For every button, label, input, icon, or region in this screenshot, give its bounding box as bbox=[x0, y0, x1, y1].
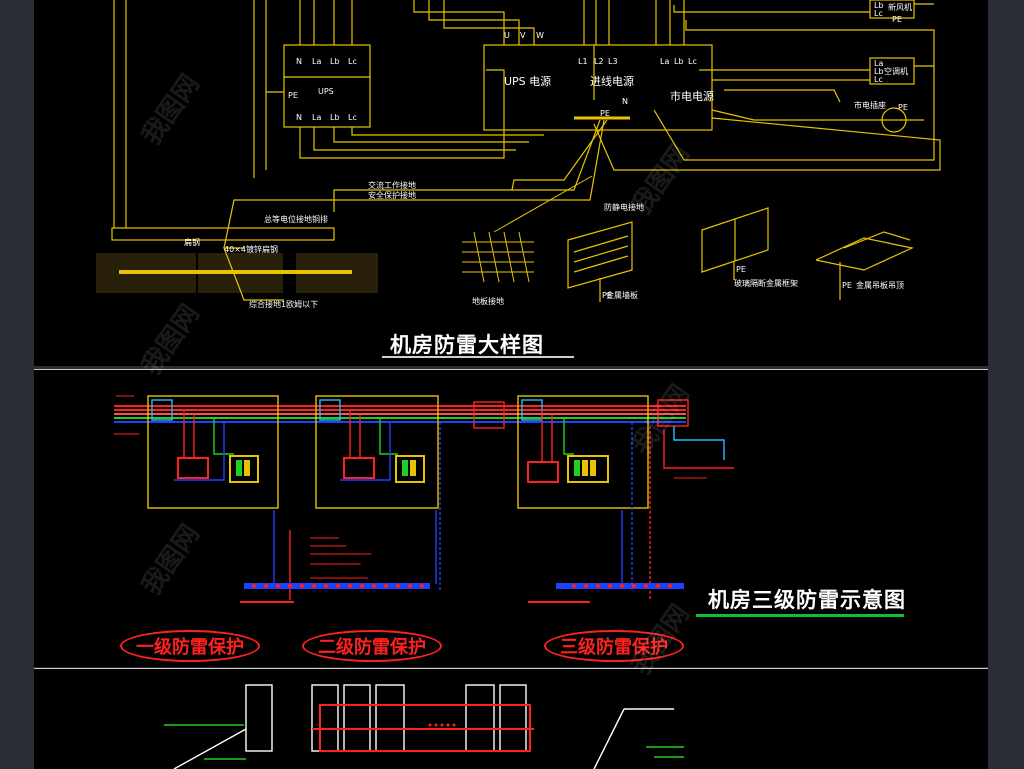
svg-text:La: La bbox=[312, 113, 321, 122]
svg-text:N: N bbox=[622, 97, 628, 106]
svg-text:Lc: Lc bbox=[874, 75, 883, 84]
svg-text:La: La bbox=[312, 57, 321, 66]
svg-text:La: La bbox=[660, 57, 669, 66]
svg-text:━━━━━━━━━━━━━━: ━━━━━━━━━━━━━━ bbox=[309, 561, 361, 568]
level-1-protection-label: 一级防雷保护 bbox=[120, 630, 260, 662]
svg-text:市电插座: 市电插座 bbox=[854, 100, 886, 110]
svg-text:PE: PE bbox=[898, 103, 908, 112]
svg-text:总等电位接地铜排: 总等电位接地铜排 bbox=[264, 214, 328, 224]
svg-text:金属墙板: 金属墙板 bbox=[606, 290, 638, 300]
cabinet-drawing bbox=[164, 684, 684, 769]
svg-text:交流工作接地: 交流工作接地 bbox=[368, 180, 416, 190]
svg-text:━━━━━━━━━━━━━━━━: ━━━━━━━━━━━━━━━━ bbox=[309, 575, 368, 582]
svg-text:L1: L1 bbox=[578, 57, 588, 66]
svg-text:PE: PE bbox=[736, 265, 746, 274]
svg-text:La: La bbox=[874, 59, 883, 68]
svg-text:━━━━━: ━━━━━ bbox=[115, 393, 134, 400]
svg-text:PE: PE bbox=[288, 91, 298, 100]
svg-text:PE: PE bbox=[842, 281, 852, 290]
svg-text:━━━━━━━━: ━━━━━━━━ bbox=[309, 535, 339, 542]
svg-text:Lb: Lb bbox=[874, 1, 884, 10]
svg-text:Lb: Lb bbox=[874, 67, 884, 76]
svg-text:Lb: Lb bbox=[330, 113, 340, 122]
svg-text:L3: L3 bbox=[608, 57, 618, 66]
svg-text:L2: L2 bbox=[594, 57, 604, 66]
page-title-three-level: 机房三级防雷示意图 bbox=[708, 588, 906, 612]
svg-text:PE: PE bbox=[892, 15, 902, 24]
svg-text:安全保护接地: 安全保护接地 bbox=[368, 190, 416, 200]
three-level-panel: ━━━━━━━━ ━━━━━━━━━━ ━━━━━━━━━━━━━━━━━ ━━… bbox=[34, 369, 988, 667]
svg-text:Lc: Lc bbox=[874, 9, 883, 18]
svg-text:━━━━━━━━━: ━━━━━━━━━ bbox=[673, 475, 707, 482]
svg-text:UPS: UPS bbox=[318, 87, 334, 96]
page-title-lightning-detail: 机房防雷大样图 bbox=[390, 333, 544, 357]
svg-text:进线电源: 进线电源 bbox=[590, 74, 634, 88]
svg-text:Lb: Lb bbox=[674, 57, 684, 66]
svg-text:━━━━━━━━━━━━━━━━━: ━━━━━━━━━━━━━━━━━ bbox=[309, 551, 372, 558]
svg-text:N: N bbox=[296, 113, 302, 122]
svg-text:━━━━━━━: ━━━━━━━ bbox=[113, 431, 140, 438]
svg-text:W: W bbox=[536, 31, 544, 40]
svg-text:防静电接地: 防静电接地 bbox=[604, 202, 644, 212]
svg-text:地板接地: 地板接地 bbox=[472, 296, 504, 306]
svg-text:Lc: Lc bbox=[348, 57, 357, 66]
svg-text:新风机: 新风机 bbox=[888, 2, 912, 12]
svg-text:UPS 电源: UPS 电源 bbox=[504, 74, 551, 88]
title-underline bbox=[382, 356, 574, 358]
svg-text:40×4镀锌扁钢: 40×4镀锌扁钢 bbox=[224, 244, 278, 254]
svg-text:综合接地1欧姆以下: 综合接地1欧姆以下 bbox=[249, 299, 318, 309]
svg-text:PE: PE bbox=[600, 109, 610, 118]
svg-text:市电电源: 市电电源 bbox=[670, 89, 714, 103]
level-3-protection-label: 三级防雷保护 bbox=[544, 630, 684, 662]
svg-text:Lb: Lb bbox=[330, 57, 340, 66]
svg-text:扁钢: 扁钢 bbox=[184, 237, 200, 247]
svg-text:玻璃隔断金属框架: 玻璃隔断金属框架 bbox=[734, 278, 798, 288]
svg-text:U: U bbox=[504, 31, 510, 40]
svg-text:━━━━━━━━━━: ━━━━━━━━━━ bbox=[309, 543, 347, 550]
level-2-protection-label: 二级防雷保护 bbox=[302, 630, 442, 662]
svg-text:V: V bbox=[520, 31, 526, 40]
svg-text:空调机: 空调机 bbox=[884, 66, 908, 76]
svg-text:金属吊板吊顶: 金属吊板吊顶 bbox=[856, 280, 904, 290]
svg-text:N: N bbox=[296, 57, 302, 66]
three-level-drawing: ━━━━━━━━ ━━━━━━━━━━ ━━━━━━━━━━━━━━━━━ ━━… bbox=[113, 393, 734, 603]
cabinet-panel bbox=[34, 668, 988, 769]
svg-text:PE: PE bbox=[602, 291, 612, 300]
svg-text:Lc: Lc bbox=[688, 57, 697, 66]
title-underline-green bbox=[696, 614, 904, 617]
svg-text:Lc: Lc bbox=[348, 113, 357, 122]
